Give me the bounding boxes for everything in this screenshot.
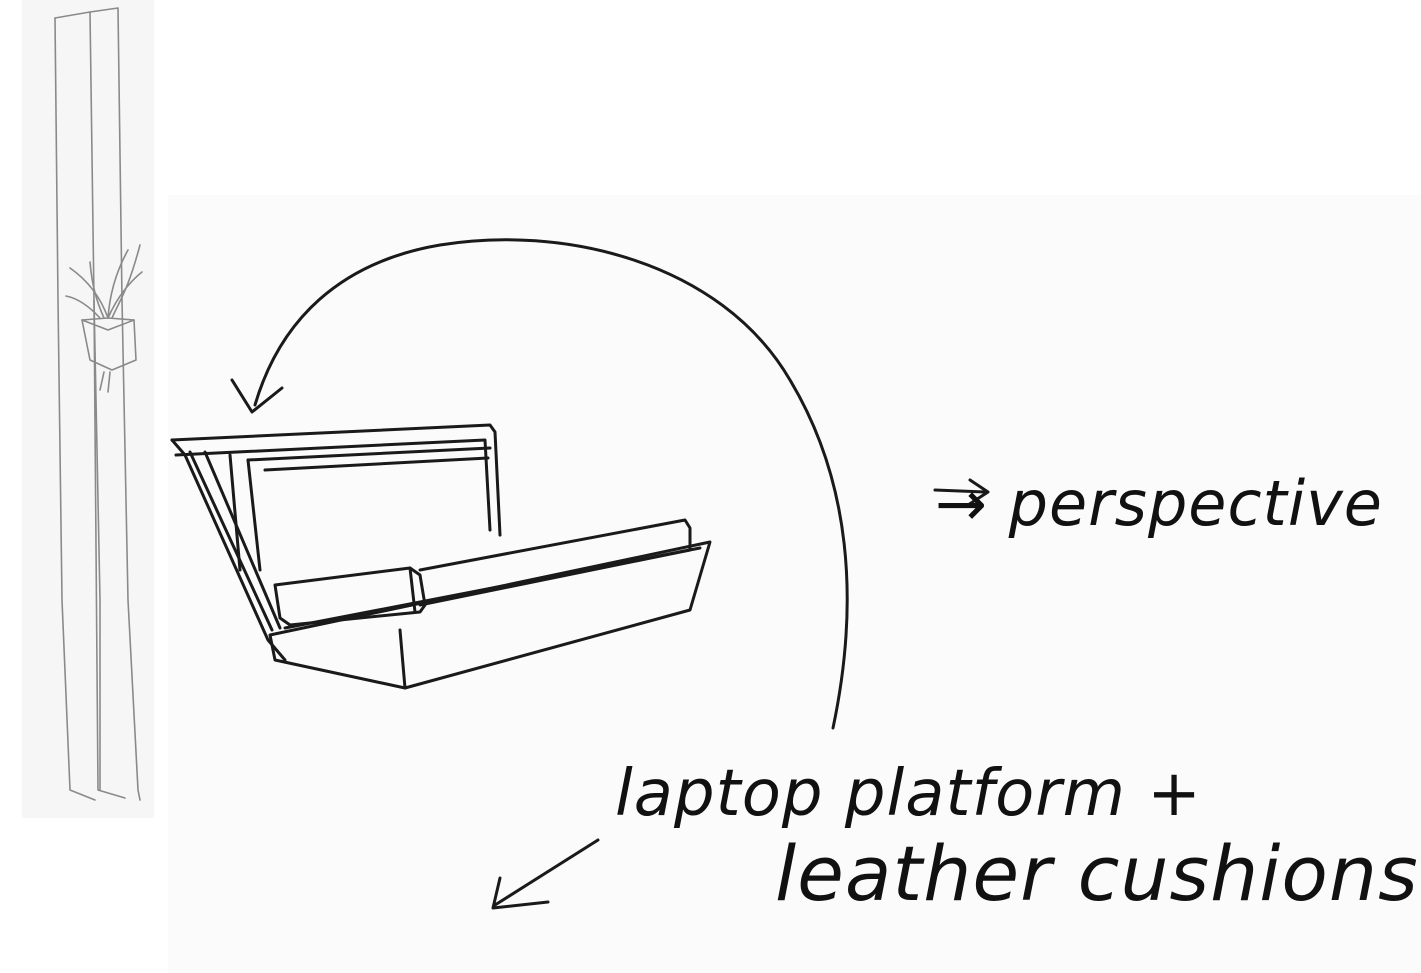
down-left-arrow (491, 838, 600, 910)
column-with-plant-sketch (54, 7, 143, 801)
rotation-arrow (230, 238, 849, 730)
column-edge-right (89, 7, 141, 801)
paper-sheet (168, 195, 1421, 973)
pencil-sheet (22, 0, 154, 818)
column-outline-left (54, 17, 96, 801)
seat-platform-sketch (170, 423, 712, 690)
label-leather-cushions: leather cushions (775, 829, 1419, 918)
label-perspective: → perspective (935, 467, 1383, 540)
label-laptop-platform: laptop platform + (615, 757, 1202, 831)
plant-leaves (65, 244, 143, 319)
perspective-arrow (933, 478, 990, 507)
